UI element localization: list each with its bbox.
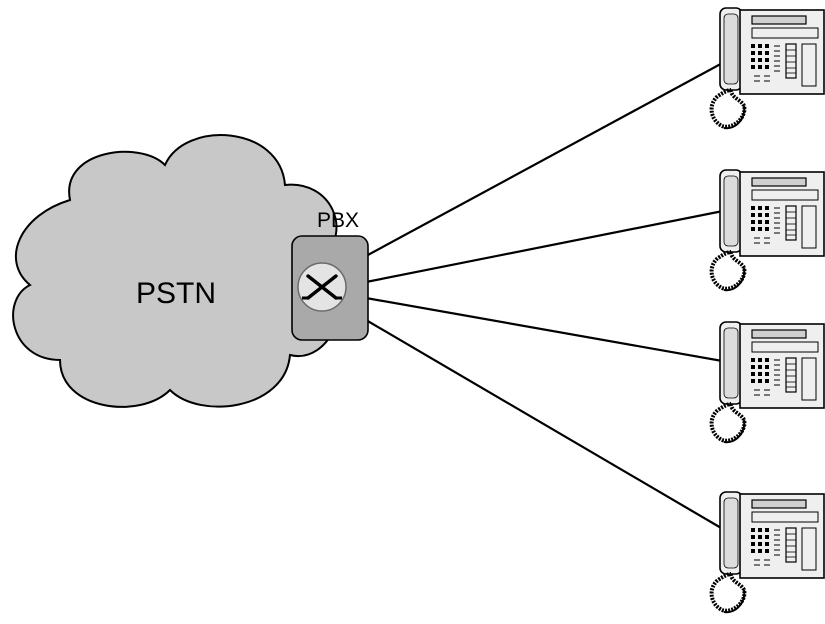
pbx-switch[interactable]: PBX — [291, 209, 369, 341]
desk-telephone-icon — [709, 490, 825, 615]
line-to-phone-4 — [365, 319, 729, 533]
desk-telephone-icon — [709, 6, 825, 131]
connection-lines — [365, 59, 729, 533]
crossed-arrows-switch-icon — [297, 262, 347, 312]
phone-3[interactable] — [709, 320, 825, 445]
desk-telephone-icon — [709, 168, 825, 293]
pstn-label: PSTN — [136, 277, 216, 310]
line-to-phone-1 — [365, 59, 729, 257]
line-to-phone-3 — [365, 296, 729, 364]
line-to-phone-2 — [365, 208, 729, 284]
cloud-shape — [12, 134, 340, 408]
phone-1[interactable] — [709, 6, 825, 131]
pbx-label: PBX — [317, 209, 359, 232]
phone-2[interactable] — [709, 168, 825, 293]
phone-4[interactable] — [709, 490, 825, 615]
desk-telephone-icon — [709, 320, 825, 445]
pstn-cloud: PSTN — [12, 134, 340, 408]
